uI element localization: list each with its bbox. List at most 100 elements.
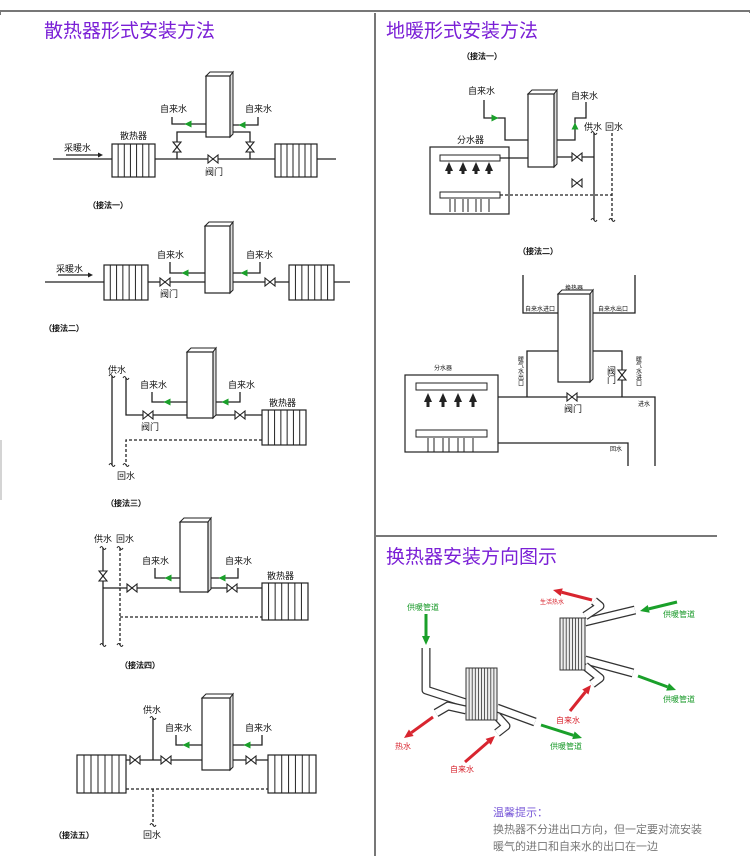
pipe [151, 392, 187, 403]
pipe-break-icon [108, 374, 116, 378]
valve-icon [207, 153, 219, 165]
exchanger-label: 换热器 [565, 284, 583, 292]
tap-water-label: 自来水 [160, 103, 187, 115]
flow-arrow-icon [181, 269, 189, 277]
method-3-caption: （接法三） [106, 498, 146, 508]
tap-pipe [494, 713, 510, 736]
pipe-break-icon [590, 218, 598, 222]
tap-outlet-label: 自来水出口 [598, 305, 628, 313]
valve-label: 阀门 [205, 166, 223, 178]
pipe [171, 117, 206, 125]
flow-arrow-icon [184, 120, 192, 128]
tip-line: 暖气的进口和自来水的出口在一边 [493, 839, 658, 853]
manifold-bar [415, 429, 488, 438]
valve-icon [97, 570, 109, 582]
heating-pipe-label: 供暖管道 [663, 694, 695, 704]
pipe [230, 735, 263, 746]
tap-inlet-label: 自来水进口 [525, 305, 555, 313]
manifold-label: 分水器 [434, 364, 452, 372]
red-arrow-icon [553, 588, 563, 597]
heating-pipe-label: 供暖管道 [407, 602, 439, 612]
heating-pipe [495, 704, 537, 726]
valve-label: 阀门 [605, 366, 616, 385]
tap-water-label: 自来水 [245, 722, 272, 734]
tap-water-label: 自来水 [165, 722, 192, 734]
radiator [76, 754, 127, 794]
return-label: 回水 [610, 445, 622, 453]
return-label: 回水 [143, 829, 161, 841]
flow-arrow-icon [491, 114, 499, 122]
return-pipe [125, 439, 262, 465]
flow-arrow-icon [218, 574, 226, 582]
pipe [154, 568, 180, 579]
radiator-label: 散热器 [120, 130, 147, 142]
pipe-break-icon [99, 546, 107, 550]
radiator [288, 264, 335, 301]
pipe [526, 350, 558, 397]
heat-exchanger [557, 293, 591, 383]
method-5-caption: （接法五） [54, 830, 94, 840]
flow-arrow-icon [163, 398, 171, 406]
supply-label: 供水 [143, 704, 161, 716]
pipe [208, 568, 239, 579]
valve-icon [226, 582, 238, 594]
valve-icon [129, 754, 141, 766]
supply-label: 供水 [94, 533, 112, 545]
pipe-break-icon [108, 463, 116, 467]
flow-arrow-icon [238, 121, 246, 129]
pipe [554, 102, 587, 141]
tap-water-label: 自来水 [450, 764, 474, 774]
green-arrow-icon [648, 600, 678, 611]
heating-pipe-label: 供暖管道 [663, 609, 695, 619]
up-arrow-icon [472, 162, 480, 171]
pipe-break-icon [122, 376, 130, 380]
pipe-break-icon [116, 546, 124, 550]
valve-label: 阀门 [160, 288, 178, 300]
floor-method-1-caption: （接法一） [462, 51, 502, 61]
flow-arrow-icon [182, 741, 190, 749]
valve-icon [160, 754, 172, 766]
tap-water-label: 自来水 [245, 103, 272, 115]
radiator-label: 散热器 [267, 570, 294, 582]
return-label: 回水 [117, 470, 135, 482]
pipe [169, 262, 205, 274]
red-arrow-icon [561, 590, 593, 602]
manifold-box [404, 374, 499, 453]
exchanger-top [203, 221, 234, 227]
flow-arrow-icon [88, 272, 93, 278]
heat-exchanger [201, 697, 231, 771]
radiator [261, 582, 309, 621]
manifold-bar [439, 191, 501, 199]
valve-icon [566, 391, 578, 403]
floor-section-title: 地暖形式安装方法 [386, 20, 538, 42]
heating-inlet-label: 暖气水进口 [635, 355, 642, 387]
tip-title: 温馨提示： [493, 805, 548, 819]
radiator [111, 143, 156, 178]
tap-water-label: 自来水 [468, 85, 495, 97]
method-4-caption: （接法四） [120, 660, 160, 670]
valve-icon [159, 276, 171, 288]
domestic-hot-water-label: 生活热水 [540, 598, 564, 606]
diagram-shapes [0, 10, 750, 856]
red-arrow-icon [410, 715, 434, 734]
method-2-caption: （接法二） [44, 323, 84, 333]
red-arrow-icon [404, 729, 414, 738]
pipe [498, 396, 656, 466]
valve-icon [264, 276, 276, 288]
manifold-label: 分水器 [457, 134, 484, 146]
tap-water-label: 自来水 [228, 379, 255, 391]
pipe [176, 131, 206, 159]
green-arrow-icon [422, 636, 430, 645]
valve-icon [142, 409, 154, 421]
flow-arrow-icon [221, 398, 229, 406]
green-arrow-icon [637, 674, 669, 689]
manifold-box [429, 146, 510, 215]
pipe-break-icon [149, 716, 157, 720]
up-arrow-icon [485, 162, 493, 171]
supply-label: 供水 [584, 121, 602, 133]
radiator-section-title: 散热器形式安装方法 [44, 20, 215, 42]
exchanger-top [185, 347, 217, 353]
tap-water-label: 自来水 [142, 555, 169, 567]
tap-water-label: 自来水 [246, 249, 273, 261]
